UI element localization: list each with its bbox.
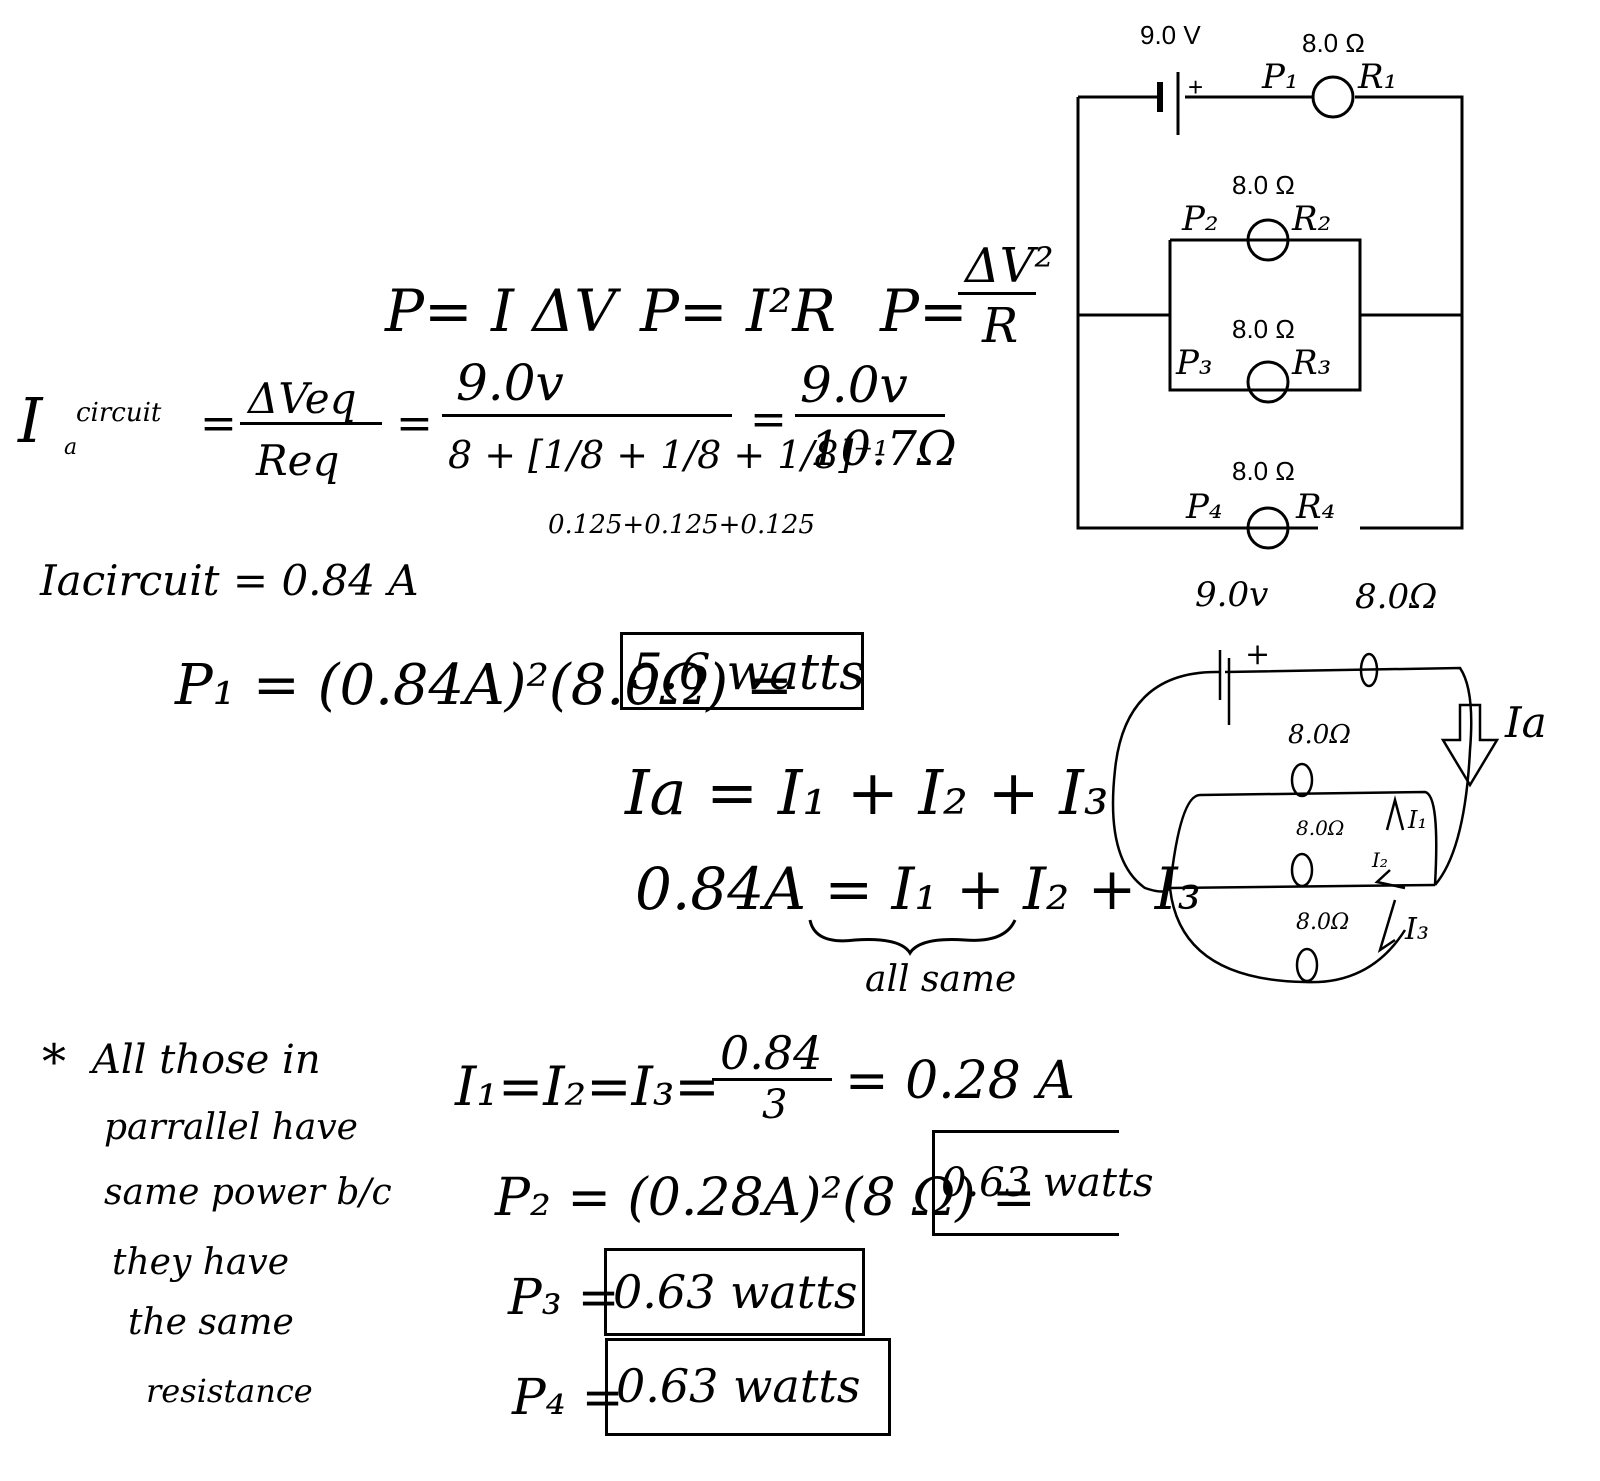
formula-p-iv: P= I ΔV: [385, 277, 617, 345]
p2-answer: 0.63 watts: [941, 1160, 1154, 1206]
sketch-top-bulb-label: 8.0Ω: [1355, 577, 1438, 617]
printed-bulb-left-tag: P₄: [1186, 487, 1223, 527]
p3-answer: 0.63 watts: [613, 1265, 858, 1319]
current-eq-3: =: [750, 394, 787, 445]
current-den-3: 10.7Ω: [810, 421, 957, 477]
side-note-line: resistance: [146, 1372, 313, 1410]
formula-p-i2r: P= I²R: [640, 277, 836, 345]
current-lhs-tag: circuit: [76, 398, 162, 428]
p2-expression: P₂ = (0.28A)²(8 Ω) =: [495, 1168, 1036, 1228]
brace-note: all same: [865, 959, 1017, 1000]
branch-current-den: 3: [762, 1082, 788, 1128]
current-num-2: 9.0v: [456, 354, 564, 412]
printed-battery-plus: +: [1188, 72, 1204, 102]
current-note: 0.125+0.125+0.125: [548, 510, 815, 540]
sketch-battery-label: 9.0v: [1195, 575, 1269, 615]
fraction-bar-1: [240, 422, 382, 425]
printed-bulb-right-tag: R₂: [1292, 199, 1332, 239]
current-den-1: Req: [256, 436, 340, 485]
printed-bulb-resistance: 8.0 Ω: [1232, 456, 1295, 486]
side-note-line: the same: [128, 1302, 294, 1343]
side-note-line: same power b/c: [104, 1172, 392, 1213]
sketch-circuit-diagram: [1111, 650, 1500, 984]
current-num-1: ΔVeq: [248, 374, 357, 423]
side-note-line: they have: [112, 1242, 290, 1283]
sketch-bulb-label: 8.0Ω: [1296, 910, 1350, 935]
printed-battery-label: 9.0 V: [1140, 20, 1201, 50]
fraction-bar-2: [442, 414, 732, 417]
printed-bulb-right-tag: R₃: [1292, 343, 1332, 383]
current-sum-line2: 0.84A = I₁ + I₂ + I₃: [635, 855, 1201, 923]
printed-bulb-resistance: 8.0 Ω: [1232, 314, 1295, 344]
p4-answer-box: 0.63 watts: [605, 1338, 891, 1436]
sketch-arrow-i2-label: I₂: [1372, 848, 1388, 872]
current-lhs-sub: a: [64, 435, 78, 460]
current-den-2: 8 + [1/8 + 1/8 + 1/8]⁻¹: [448, 433, 889, 477]
brace-all-same: [808, 919, 1017, 956]
current-result: Iacircuit = 0.84 A: [40, 556, 419, 605]
p4-answer: 0.63 watts: [616, 1359, 861, 1413]
printed-bulb-left-tag: P₃: [1176, 343, 1213, 383]
current-eq-2: =: [396, 398, 433, 449]
sketch-arrow-i1-label: I₁: [1408, 806, 1428, 834]
p3-expression: P₃ =: [508, 1268, 620, 1326]
sketch-arrow-ia-label: Ia: [1505, 698, 1547, 747]
printed-bulb-resistance: 8.0 Ω: [1232, 170, 1295, 200]
sketch-battery-plus: +: [1245, 637, 1271, 672]
formula-p-v2r-num: ΔV²: [965, 238, 1054, 294]
branch-current-rhs: = 0.28 A: [845, 1051, 1075, 1111]
current-sum-line1: Ia = I₁ + I₂ + I₃: [625, 756, 1109, 829]
current-num-3: 9.0v: [800, 356, 908, 414]
formula-p-v2r-lhs: P=: [880, 277, 968, 345]
side-note-star: *: [42, 1034, 66, 1090]
printed-circuit-diagram: [1076, 72, 1464, 550]
p1-answer: 5.6 watts: [631, 643, 865, 701]
sketch-bulb-label: 8.0Ω: [1288, 720, 1351, 750]
branch-current-lhs: I₁=I₂=I₃=: [455, 1055, 720, 1118]
branch-current-num: 0.84: [720, 1026, 823, 1080]
p4-expression: P₄ =: [512, 1368, 624, 1426]
printed-bulb-right-tag: R₄: [1296, 487, 1336, 527]
p1-answer-box: 5.6 watts: [620, 632, 865, 710]
side-note-line: All those in: [92, 1037, 321, 1083]
fraction-bar-4: [712, 1078, 832, 1081]
p1-expression: P₁ = (0.84A)²(8.0Ω) =: [175, 653, 793, 718]
sketch-bulb-label: 8.0Ω: [1296, 816, 1345, 840]
current-lhs: I: [18, 384, 43, 457]
formula-p-v2r-den: R: [982, 298, 1019, 354]
formula-fraction-bar: [958, 292, 1036, 295]
printed-bulb-left-tag: P₂: [1182, 199, 1219, 239]
current-eq-1: =: [200, 398, 237, 449]
printed-bulb-left-tag: P₁: [1262, 57, 1299, 97]
fraction-bar-3: [795, 414, 945, 417]
side-note-line: parrallel have: [104, 1107, 358, 1148]
p3-answer-box: 0.63 watts: [604, 1248, 865, 1336]
p2-answer-box: 0.63 watts: [932, 1130, 1154, 1236]
printed-bulb-right-tag: R₁: [1358, 57, 1398, 97]
printed-bulb-resistance: 8.0 Ω: [1302, 28, 1365, 58]
sketch-arrow-i3-label: I₃: [1405, 912, 1429, 947]
